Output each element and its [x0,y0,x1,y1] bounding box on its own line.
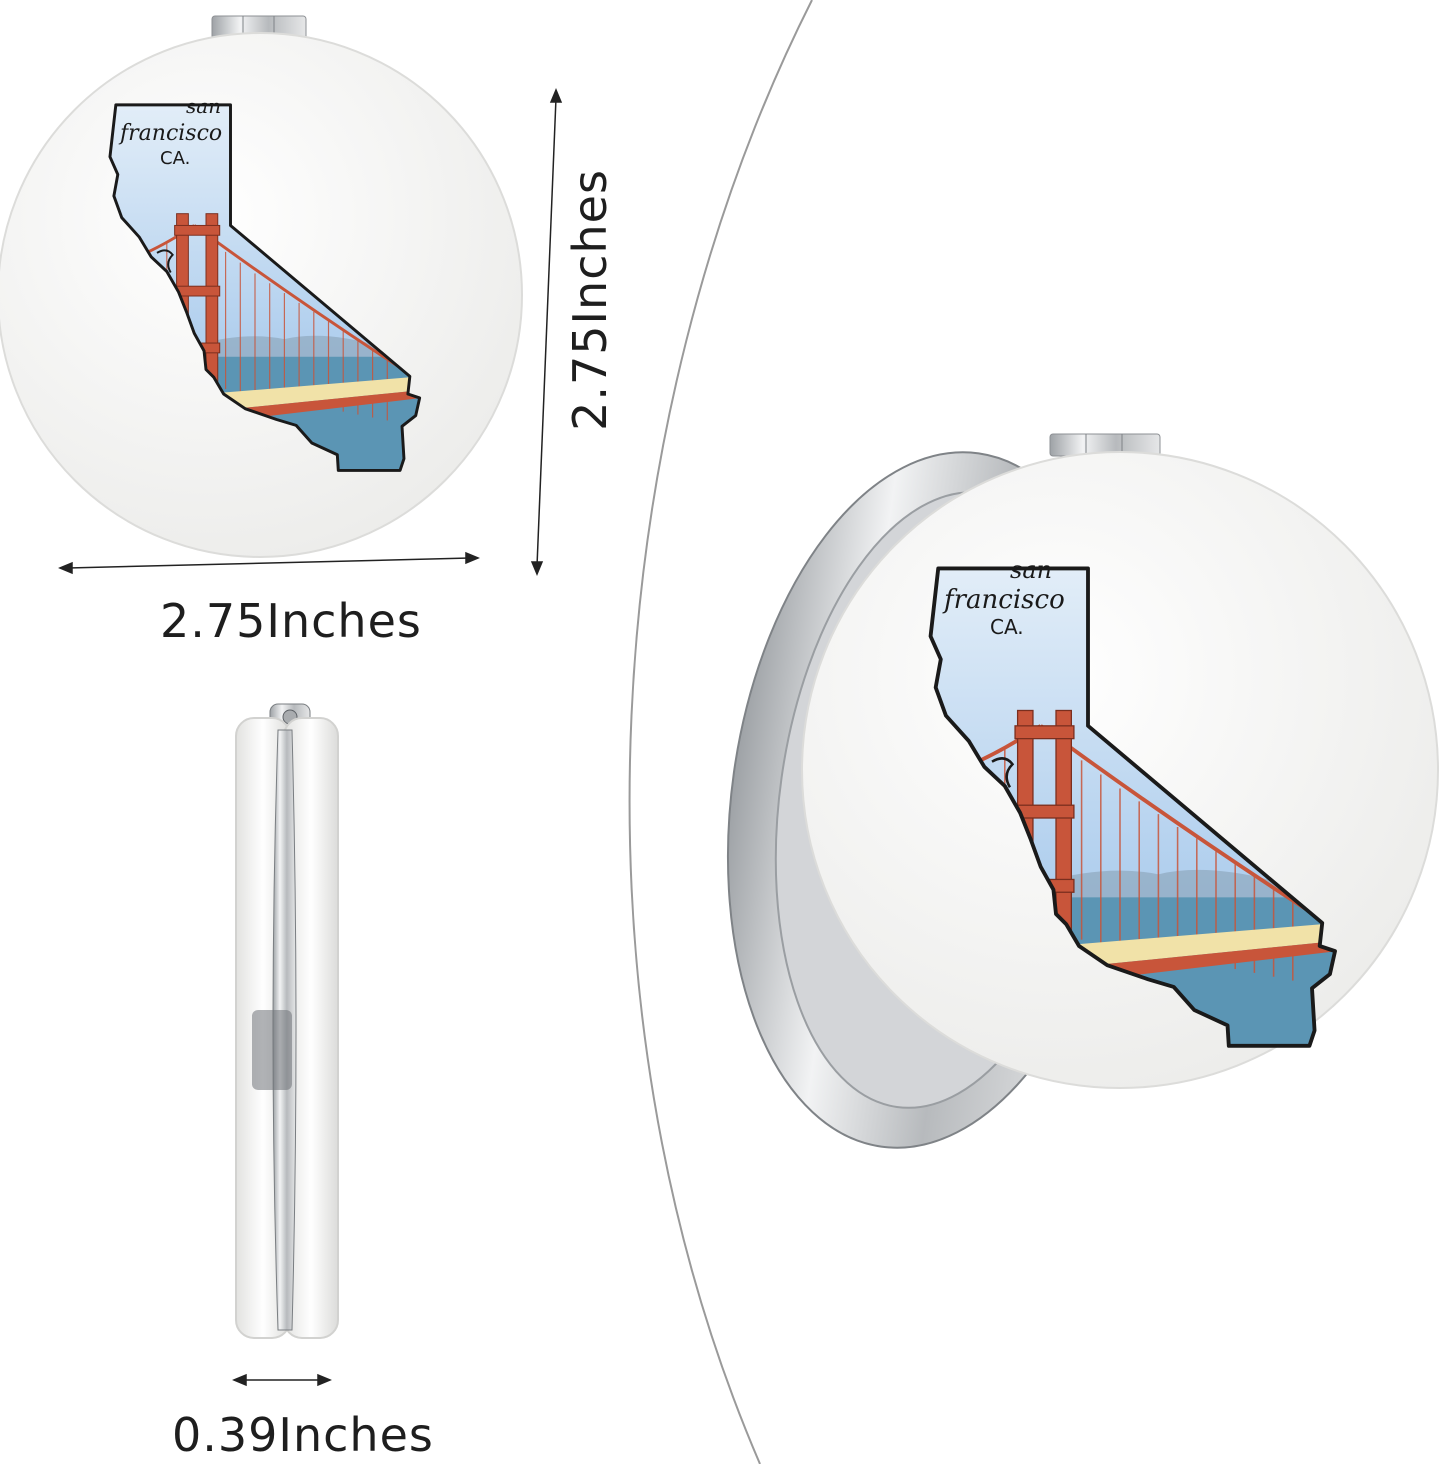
height-dimension-arrow [530,88,563,576]
compact-perspective-view [726,433,1439,1149]
artwork-script-right-line3: CA. [990,615,1024,639]
artwork-script-right-line1: san [1010,556,1052,584]
thickness-label: 0.39Inches [172,1408,434,1462]
artwork-script-right-line2: francisco [942,585,1065,615]
compact-front-view [0,15,523,558]
compact-side-view [235,703,339,1339]
divider-arc [628,0,813,1464]
thickness-dimension-arrow [232,1373,332,1387]
artwork-script-top-line2: francisco [118,121,222,146]
artwork-script-top-line3: CA. [160,148,190,169]
width-dimension-arrow [58,551,480,575]
width-label: 2.75Inches [160,594,422,648]
height-label: 2.75Inches [563,169,617,431]
artwork-script-top-line1: san [186,94,221,118]
